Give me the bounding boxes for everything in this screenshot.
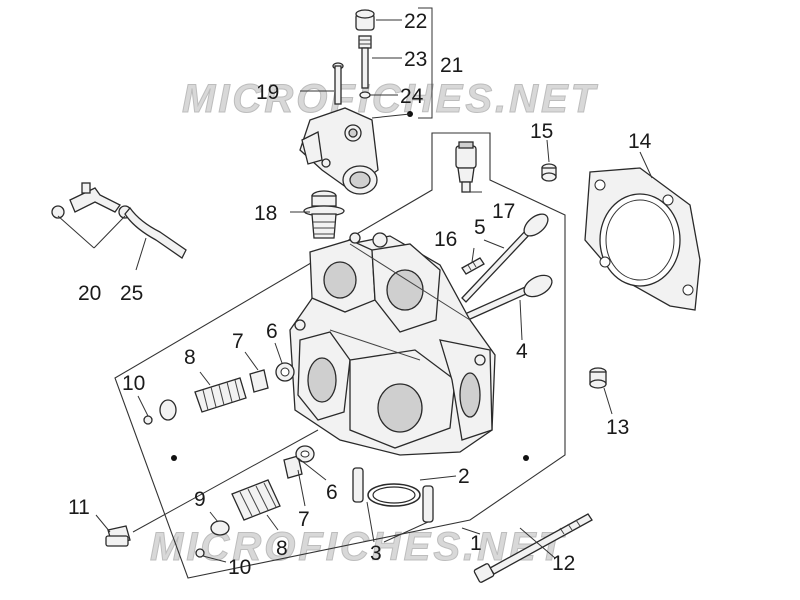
callout-13: 13 bbox=[606, 416, 629, 439]
hose-fitting-part bbox=[51, 182, 132, 219]
dowel-part-15 bbox=[541, 163, 557, 182]
o-ring-part bbox=[367, 483, 421, 507]
cylinder-head-part bbox=[289, 232, 496, 456]
callout-12: 12 bbox=[552, 552, 575, 575]
callout-18: 18 bbox=[254, 202, 277, 225]
sensor-stem-part bbox=[358, 35, 372, 89]
callout-20: 20 bbox=[78, 282, 101, 305]
stud-part-16 bbox=[461, 257, 485, 275]
callout-8-lower: 8 bbox=[276, 537, 288, 560]
callout-6-lower: 6 bbox=[326, 481, 338, 504]
callout-15: 15 bbox=[530, 120, 553, 143]
bracket-21 bbox=[418, 7, 433, 119]
upper-valve-spring-set bbox=[143, 362, 295, 425]
callout-19: 19 bbox=[256, 81, 279, 104]
dowel-pins-part-3 bbox=[352, 467, 434, 523]
bolt-19 bbox=[332, 62, 344, 105]
callout-21: 21 bbox=[440, 54, 463, 77]
callout-14: 14 bbox=[628, 130, 652, 153]
callout-11: 11 bbox=[68, 496, 90, 519]
thermostat-part bbox=[303, 190, 345, 239]
dowel-part-13 bbox=[589, 367, 607, 389]
callout-4: 4 bbox=[516, 340, 528, 363]
thermostat-housing bbox=[299, 107, 379, 195]
cap-part bbox=[355, 9, 375, 31]
callout-labels: 22 23 21 24 19 18 20 25 17 16 5 4 15 14 … bbox=[68, 10, 652, 579]
leader-lines bbox=[57, 19, 653, 563]
callout-7-lower: 7 bbox=[298, 508, 310, 531]
callout-23: 23 bbox=[404, 48, 427, 71]
watermark-top: MICROFICHES.NET bbox=[182, 77, 599, 121]
temperature-sensor-part bbox=[455, 141, 477, 193]
callout-7-upper: 7 bbox=[232, 330, 244, 353]
callout-24: 24 bbox=[400, 85, 424, 108]
plug-part-11 bbox=[105, 525, 131, 547]
callout-6-upper: 6 bbox=[266, 320, 278, 343]
hose-part bbox=[124, 206, 187, 259]
callout-1: 1 bbox=[470, 532, 482, 555]
callout-8-upper: 8 bbox=[184, 346, 196, 369]
washer-part bbox=[359, 91, 371, 99]
callout-25: 25 bbox=[120, 282, 143, 305]
valve-part-5 bbox=[461, 213, 549, 303]
callout-17: 17 bbox=[492, 200, 515, 223]
head-gasket-part bbox=[584, 167, 701, 311]
callout-3: 3 bbox=[370, 542, 382, 565]
callout-9: 9 bbox=[194, 488, 206, 511]
callout-16: 16 bbox=[434, 228, 457, 251]
lower-valve-spring-set bbox=[195, 445, 315, 558]
callout-22: 22 bbox=[404, 10, 427, 33]
callout-2: 2 bbox=[458, 465, 470, 488]
long-bolt-part-12 bbox=[473, 513, 593, 583]
callout-10-lower: 10 bbox=[228, 556, 251, 579]
callout-5: 5 bbox=[474, 216, 486, 239]
callout-10-upper: 10 bbox=[122, 372, 145, 395]
